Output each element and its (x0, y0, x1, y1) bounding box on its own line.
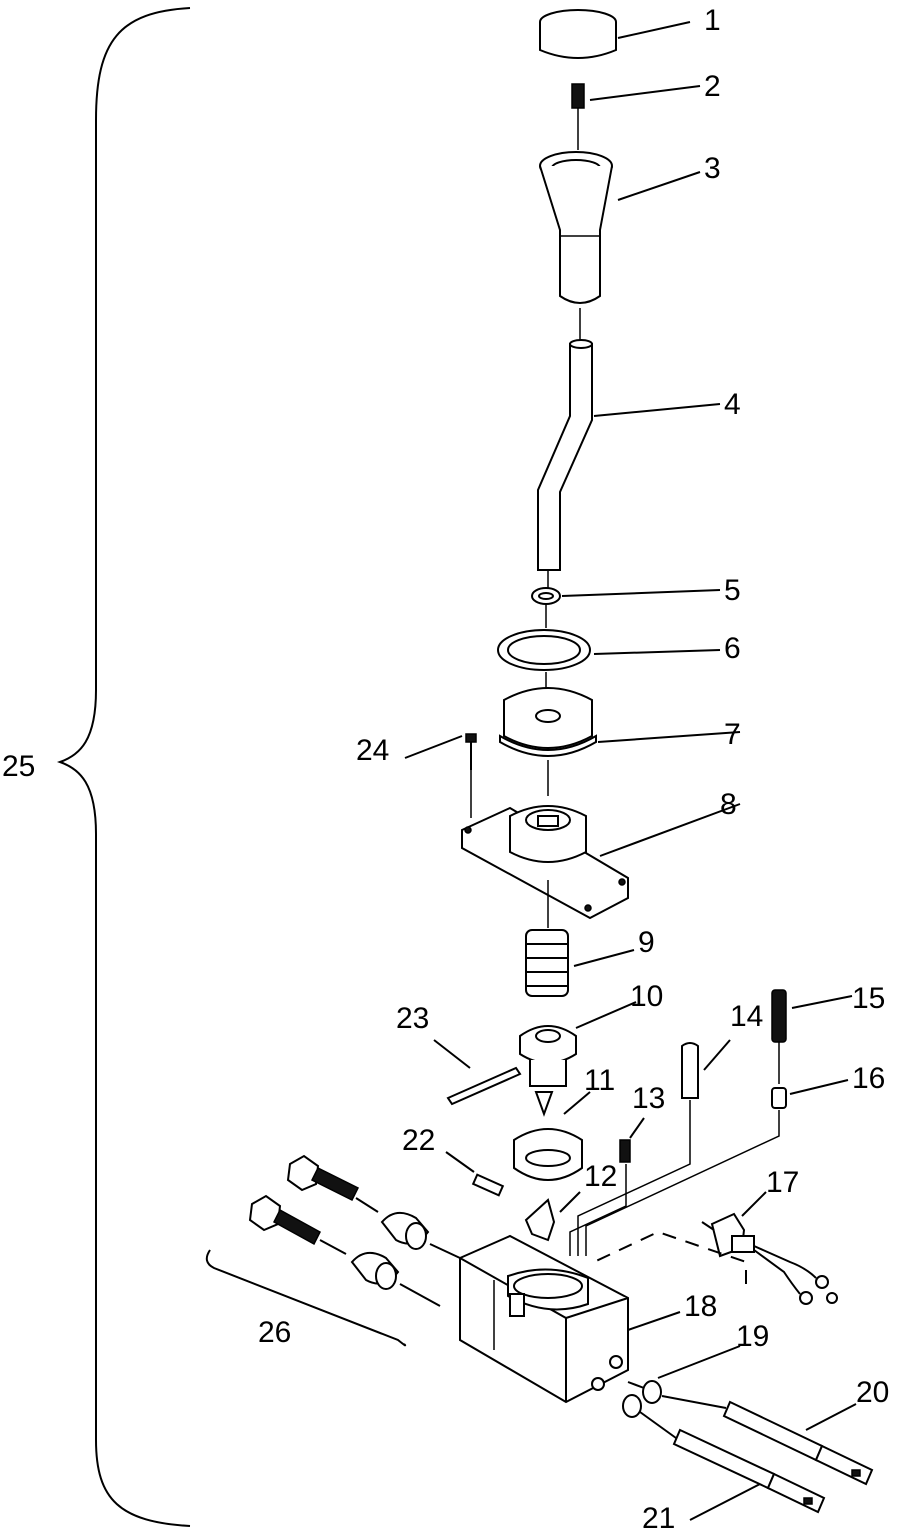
callout-13: 13 (632, 1082, 665, 1115)
callout-14: 14 (730, 1000, 763, 1033)
part-23-pin (446, 1066, 522, 1106)
part-5-washer (531, 587, 561, 605)
part-24-screw (465, 733, 477, 770)
part-16-plunger (771, 1087, 787, 1109)
part-20-rod (722, 1400, 874, 1486)
callout-19: 19 (736, 1320, 769, 1353)
callout-15: 15 (852, 982, 885, 1015)
part-18-shifter-housing (459, 1234, 629, 1404)
callout-7: 7 (724, 718, 741, 751)
part-9-spring (525, 929, 569, 997)
callout-26: 26 (258, 1316, 291, 1349)
part-1-cap (539, 9, 617, 59)
part-21-rod (672, 1428, 826, 1514)
callout-4: 4 (724, 388, 741, 421)
part-6-ring (497, 629, 591, 671)
callout-1: 1 (704, 4, 721, 37)
part-10-pivot (519, 1025, 577, 1087)
callout-5: 5 (724, 574, 741, 607)
part-22-pin (471, 1173, 505, 1197)
part-8-mounting-plate (461, 805, 629, 920)
part-7-boot-cover (499, 687, 597, 757)
callout-16: 16 (852, 1062, 885, 1095)
part-17-switch (701, 1212, 838, 1305)
assembly-brace-25 (56, 7, 191, 1527)
part-12-pawl (524, 1198, 556, 1242)
part-19-o-rings (622, 1380, 662, 1418)
callout-8: 8 (720, 788, 737, 821)
part-26-bolts-bushings (248, 1154, 430, 1290)
part-15-spring (771, 989, 787, 1043)
callout-18: 18 (684, 1290, 717, 1323)
callout-10: 10 (630, 980, 663, 1013)
callout-3: 3 (704, 152, 721, 185)
callout-11: 11 (584, 1064, 615, 1097)
part-4-shift-lever (537, 339, 593, 571)
callout-12: 12 (584, 1160, 617, 1193)
part-2-set-screw (571, 83, 585, 109)
callout-9: 9 (638, 926, 655, 959)
callout-23: 23 (396, 1002, 429, 1035)
callout-2: 2 (704, 70, 721, 103)
callout-22: 22 (402, 1124, 435, 1157)
callout-20: 20 (856, 1376, 889, 1409)
part-3-handle-grip (539, 151, 613, 304)
callout-21: 21 (642, 1502, 675, 1533)
callout-6: 6 (724, 632, 741, 665)
part-14-pin (681, 1042, 699, 1099)
callout-24: 24 (356, 734, 389, 767)
callout-25: 25 (2, 750, 35, 783)
part-11-detent-ring (513, 1091, 583, 1181)
callout-17: 17 (766, 1166, 799, 1199)
part-13-screw (619, 1139, 631, 1163)
